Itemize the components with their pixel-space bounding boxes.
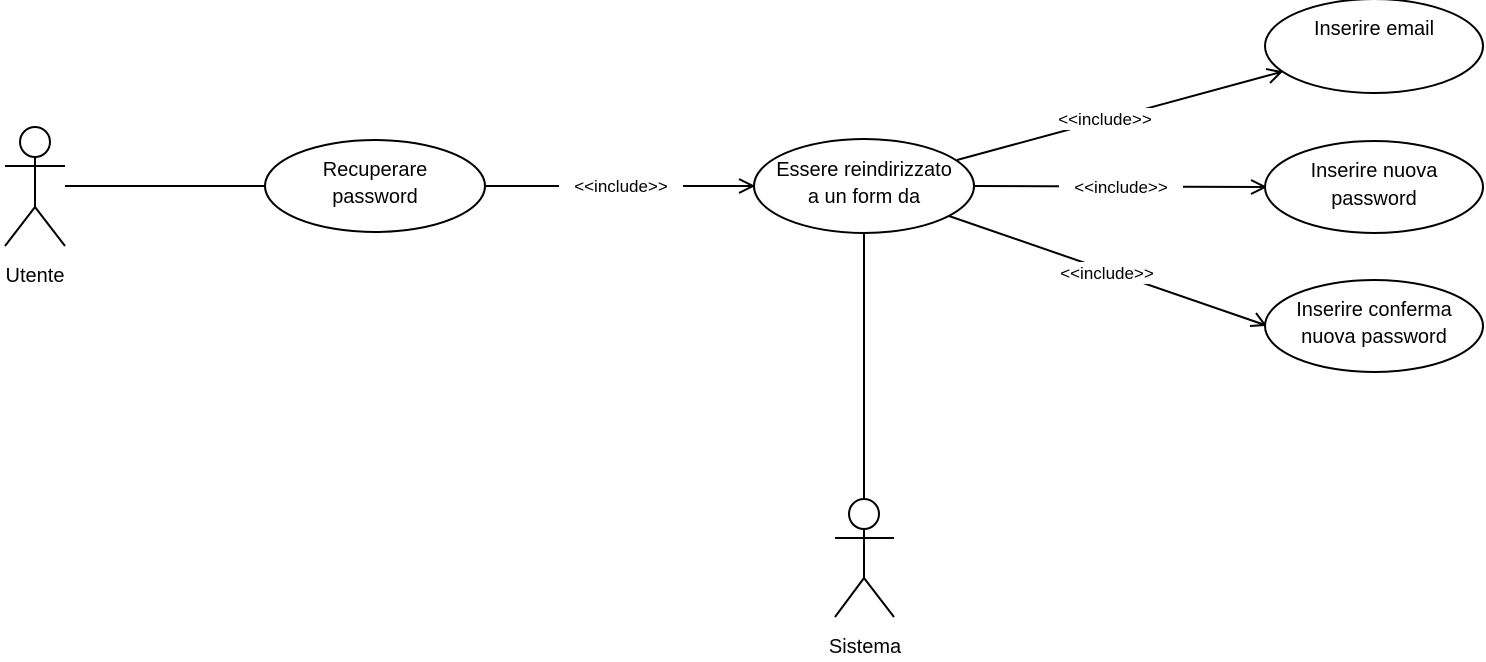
include-label: <<include>> [1074, 178, 1168, 197]
use-case-label: nuova password [1301, 326, 1447, 348]
use-case-label: Inserire email [1314, 18, 1434, 40]
use-case-inserire-conferma-nuova-password: Inserire conferma nuova password [1264, 279, 1484, 373]
use-case-label: Inserire conferma [1296, 299, 1452, 321]
actor-label: Sistema [829, 636, 902, 658]
include-reindirizzato-email: <<include>> [956, 68, 1284, 161]
include-reindirizzato-conferma: <<include>> [948, 215, 1267, 327]
include-label: <<include>> [1060, 264, 1154, 283]
use-case-label: Essere reindirizzato [776, 159, 952, 181]
use-case-essere-reindirizzato: Essere reindirizzato a un form da [753, 138, 975, 234]
use-case-inserire-email: Inserire email [1264, 0, 1484, 94]
include-label: <<include>> [574, 177, 668, 196]
use-case-label: Inserire nuova [1311, 160, 1439, 182]
use-case-label: a un form da [808, 186, 921, 208]
include-label: <<include>> [1058, 110, 1152, 129]
actor-utente: Utente [4, 126, 66, 287]
use-case-label: Recuperare [323, 159, 428, 181]
include-recuperare-reindirizzato: <<include>> [485, 175, 756, 197]
use-case-recuperare-password: Recuperare password [264, 139, 486, 233]
use-case-inserire-nuova-password: Inserire nuova password [1264, 140, 1484, 234]
use-case-label: password [1331, 188, 1417, 210]
actor-label: Utente [6, 265, 65, 287]
use-case-label: password [332, 186, 418, 208]
include-reindirizzato-nuova: <<include>> [974, 176, 1268, 198]
actor-sistema: Sistema [829, 498, 902, 658]
